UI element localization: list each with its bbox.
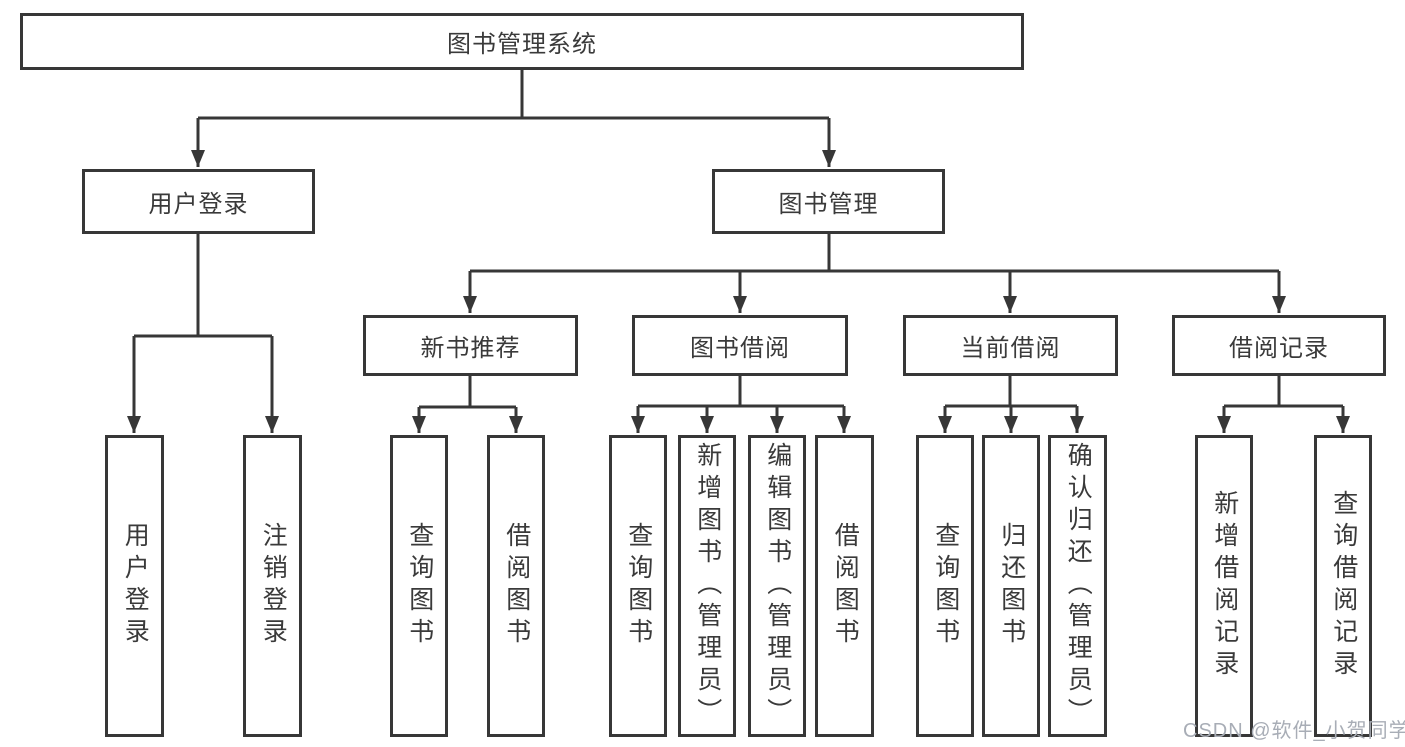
node-book-borrowing: 图书借阅 xyxy=(632,315,848,376)
edges-root xyxy=(191,69,836,167)
csdn-watermark: CSDN @软件_小贺同学 xyxy=(1183,720,1405,742)
node-current-borrowing: 当前借阅 xyxy=(903,315,1118,376)
edges-borrow xyxy=(631,376,851,433)
leaf-confirm-return-admin: 确认归还（管理员） xyxy=(1048,435,1107,737)
leaf-return-books-label: 归还图书 xyxy=(997,522,1026,650)
leaf-user-login-label: 用户登录 xyxy=(121,522,150,650)
leaf-borrow-query-books: 查询图书 xyxy=(609,435,667,737)
leaf-newbook-borrow-books: 借阅图书 xyxy=(487,435,545,737)
leaf-add-borrow-record: 新增借阅记录 xyxy=(1195,435,1253,737)
edges-current xyxy=(938,376,1084,433)
leaf-newbook-query-books: 查询图书 xyxy=(390,435,448,737)
leaf-add-books-admin-label: 新增图书（管理员） xyxy=(693,442,722,730)
leaf-borrow-books: 借阅图书 xyxy=(815,435,874,737)
node-book-management: 图书管理 xyxy=(712,169,945,234)
leaf-newbook-query-books-label: 查询图书 xyxy=(405,522,434,650)
leaf-current-query-books-label: 查询图书 xyxy=(931,522,960,650)
leaf-borrow-query-books-label: 查询图书 xyxy=(624,522,653,650)
leaf-return-books: 归还图书 xyxy=(982,435,1040,737)
edges-records xyxy=(1217,376,1350,433)
leaf-user-login: 用户登录 xyxy=(105,435,164,737)
edges-book-mgmt xyxy=(463,234,1286,313)
edges-user-login xyxy=(127,234,279,433)
leaf-current-query-books: 查询图书 xyxy=(916,435,974,737)
leaf-newbook-borrow-books-label: 借阅图书 xyxy=(502,522,531,650)
leaf-edit-books-admin-label: 编辑图书（管理员） xyxy=(763,442,792,730)
leaf-query-borrow-record-label: 查询借阅记录 xyxy=(1329,490,1358,682)
edges-new-book xyxy=(412,376,523,433)
leaf-add-borrow-record-label: 新增借阅记录 xyxy=(1210,490,1239,682)
leaf-add-books-admin: 新增图书（管理员） xyxy=(678,435,736,737)
leaf-logout-label: 注销登录 xyxy=(259,522,288,650)
node-new-book-recommend: 新书推荐 xyxy=(363,315,578,376)
leaf-query-borrow-record: 查询借阅记录 xyxy=(1314,435,1372,737)
leaf-edit-books-admin: 编辑图书（管理员） xyxy=(748,435,806,737)
leaf-confirm-return-admin-label: 确认归还（管理员） xyxy=(1064,442,1093,730)
leaf-logout: 注销登录 xyxy=(243,435,302,737)
node-root-system: 图书管理系统 xyxy=(20,13,1024,70)
node-user-login: 用户登录 xyxy=(82,169,315,234)
node-borrowing-records: 借阅记录 xyxy=(1172,315,1386,376)
leaf-borrow-books-label: 借阅图书 xyxy=(831,522,860,650)
